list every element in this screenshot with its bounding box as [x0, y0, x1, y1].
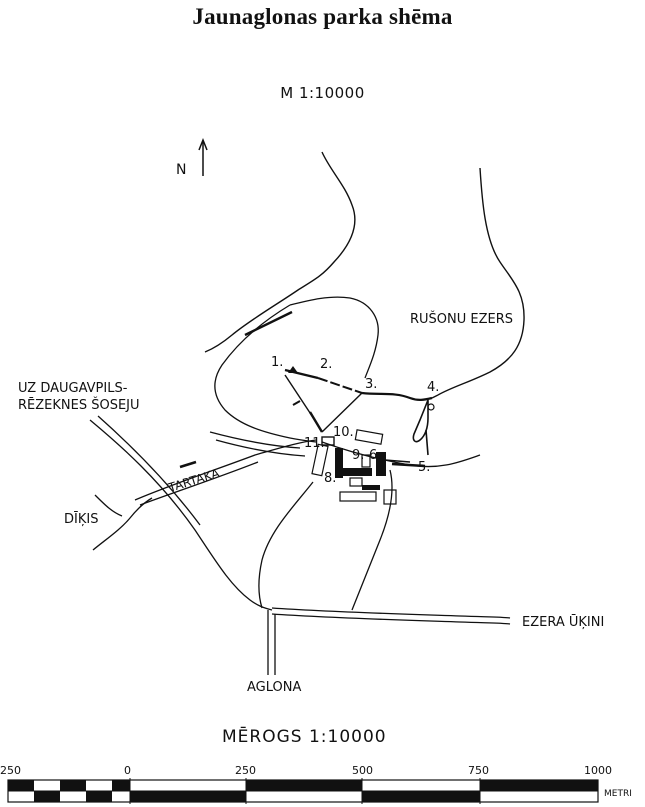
point-10: 10.	[333, 425, 354, 440]
lake-shoreline-east	[437, 167, 525, 396]
point-3: 3.	[365, 377, 377, 392]
scalebar-tick-500: 500	[352, 764, 373, 777]
lake-label: RUŠONU EZERS	[410, 311, 513, 327]
place-dikis: DĪĶIS	[64, 512, 98, 527]
road-label-line2: RĒZEKNES ŠOSEJU	[18, 397, 140, 413]
point-9: 9.	[352, 448, 364, 463]
estate-buildings	[311, 429, 426, 505]
scalebar-unit: METRI	[604, 789, 632, 799]
lake-shoreline-west	[204, 151, 356, 353]
scalebar-tick-250: 250	[235, 764, 256, 777]
scalebar	[7, 778, 599, 804]
scalebar-tick-1000: 1000	[584, 764, 612, 777]
point-11: 11.	[304, 436, 325, 451]
scalebar-ticks: 250 0 250 500 750 1000	[0, 764, 612, 777]
peninsula-inner-shore	[289, 296, 379, 379]
map-title: Jaunaglonas parka shēma	[192, 4, 453, 29]
scalebar-caption: MĒROGS 1:10000	[222, 725, 387, 747]
peninsula-outline	[214, 304, 317, 443]
scalebar-tick-0: 0	[124, 764, 131, 777]
road-label-line1: UZ DAUGAVPILS-	[18, 381, 128, 396]
place-ezera-ukini: EZERA ŪĶINI	[522, 615, 604, 630]
point-2: 2.	[320, 357, 332, 372]
point-1: 1.	[271, 355, 283, 370]
point-4: 4.	[427, 380, 439, 395]
point-8: 8.	[324, 471, 336, 486]
scalebar-tick-750: 750	[468, 764, 489, 777]
place-aglona: AGLONA	[247, 680, 301, 695]
scale-notation: M 1:10000	[280, 84, 365, 102]
point-5: 5.	[418, 460, 430, 475]
roads	[89, 415, 511, 675]
point-6: 6.	[369, 448, 381, 463]
north-label: N	[176, 162, 186, 178]
scalebar-tick-neg250: 250	[0, 764, 21, 777]
north-arrow: N	[176, 137, 208, 178]
place-tartaka: TARTAKA	[166, 466, 222, 495]
park-paths	[284, 366, 439, 456]
point-labels: 1. 2. 3. 4. 5. 6. 8. 9. 10. 11.	[271, 355, 439, 486]
